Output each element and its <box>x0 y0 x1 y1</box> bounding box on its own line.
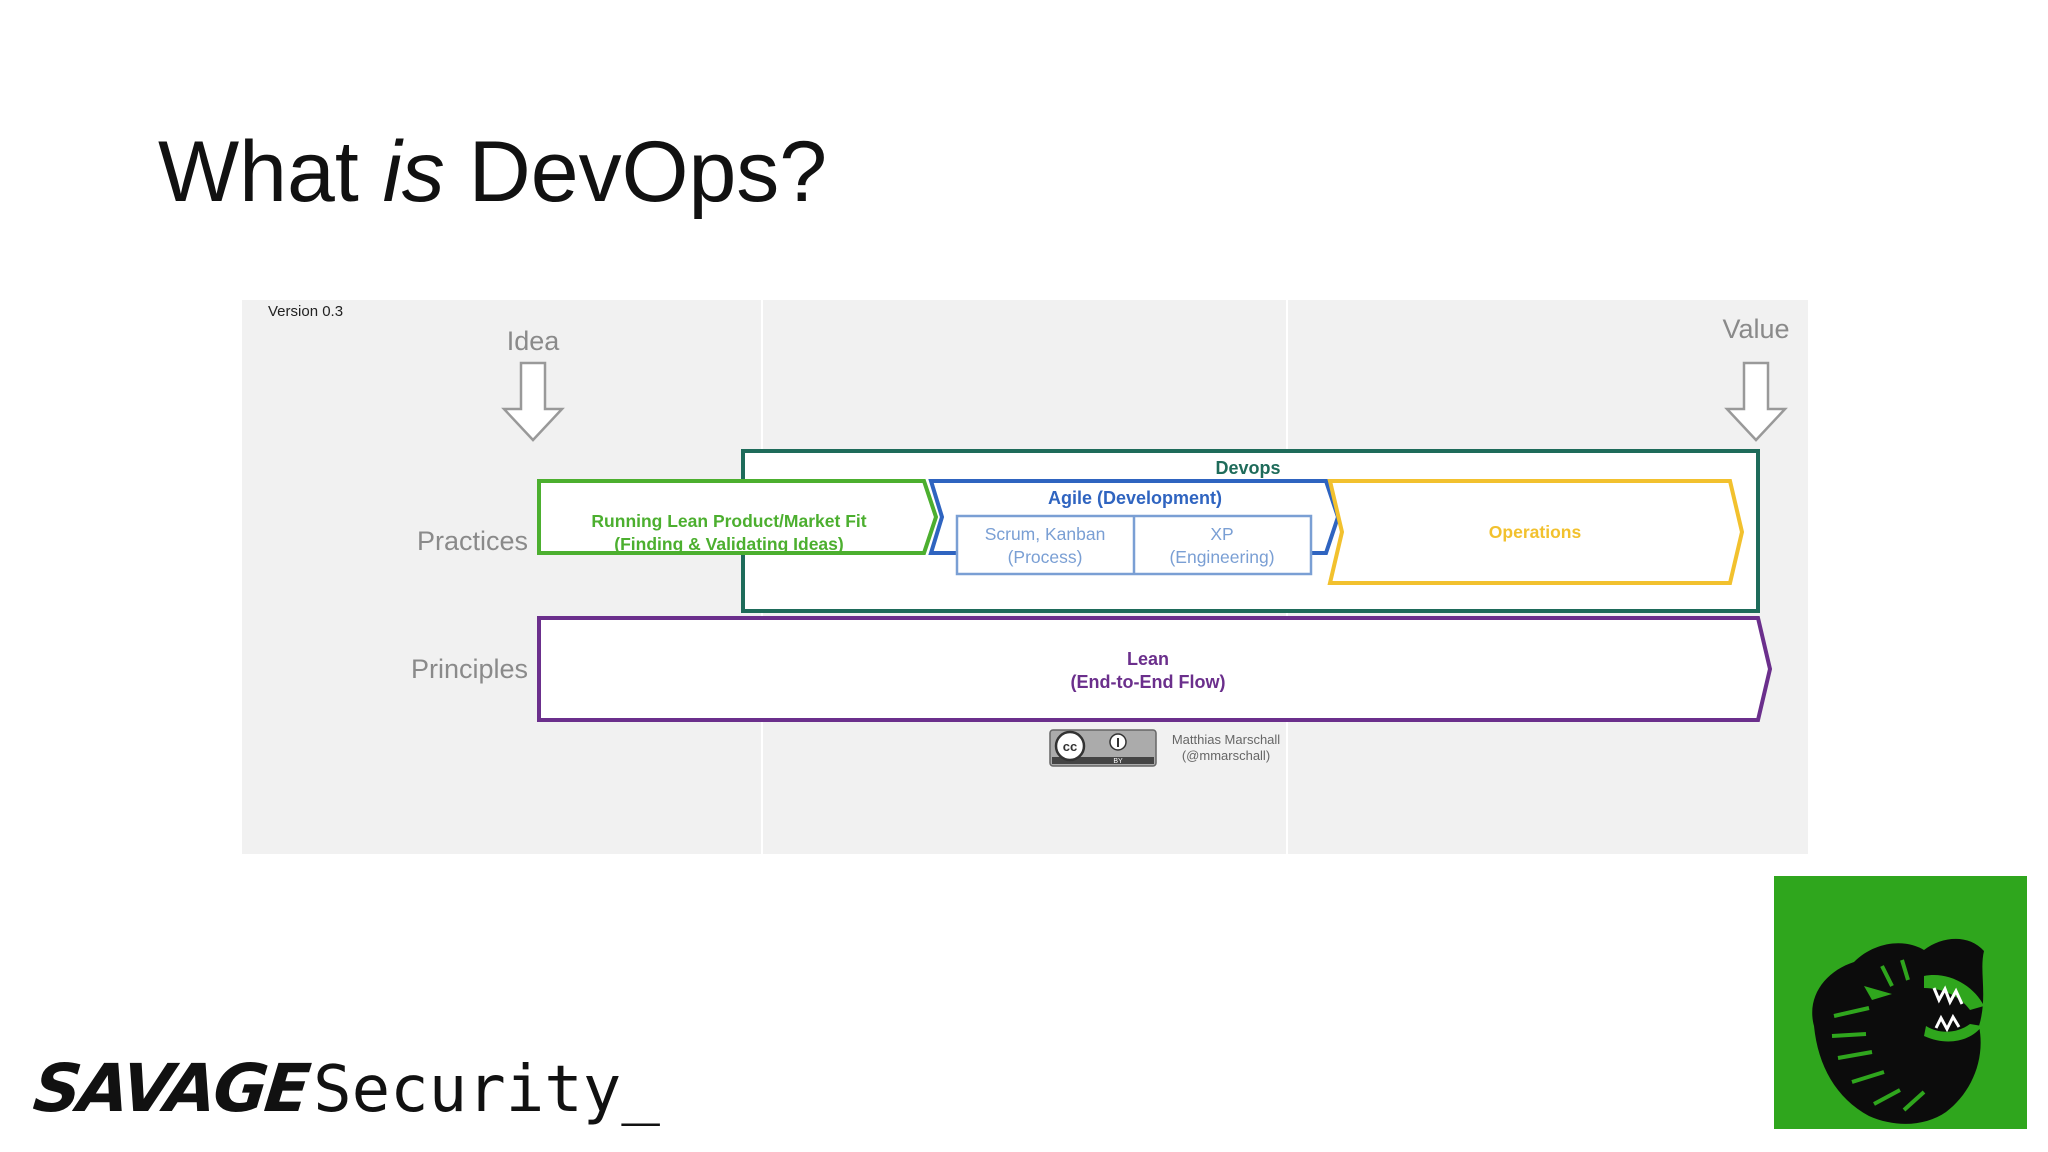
slide-title: What is DevOps? <box>158 112 827 232</box>
cc-icon <box>1054 730 1086 762</box>
tiger-teeth-lower <box>1934 1013 1961 1033</box>
cc-by-badge: cc BY <box>1049 729 1157 767</box>
by-text: BY <box>1113 758 1123 765</box>
tiger-logo <box>1774 876 2027 1129</box>
cc-text: cc <box>1063 739 1077 754</box>
scrum-line1: Scrum, Kanban <box>985 524 1106 544</box>
author-handle: (@mmarschall) <box>1182 748 1270 763</box>
lean-startup-line1: Running Lean Product/Market Fit <box>591 511 866 531</box>
operations-label: Operations <box>1489 522 1582 542</box>
tiger-stripes <box>1831 959 1926 1112</box>
lean-chevron <box>537 616 1773 722</box>
brand-security-text: Security_ <box>313 1053 660 1127</box>
slide-title-emphasis: is <box>382 124 445 220</box>
author-name: Matthias Marschall <box>1172 732 1280 747</box>
agile-title: Agile (Development) <box>1048 488 1222 508</box>
savage-security-logo: SAVAGESecurity_ <box>30 1050 660 1130</box>
devops-diagram: Version 0.3 Idea Value Practices Princip… <box>242 300 1808 854</box>
slide-title-start: What <box>158 124 383 220</box>
xp-line2: (Engineering) <box>1169 547 1274 567</box>
tiger-teeth-upper <box>1932 985 1964 1006</box>
cc-badge-strip <box>1052 757 1154 764</box>
devops-diagram-svg: Version 0.3 Idea Value Practices Princip… <box>268 300 1790 854</box>
devops-label: Devops <box>1215 458 1280 478</box>
practices-label: Practices <box>417 526 528 556</box>
tiger-eye <box>1864 986 1892 1000</box>
lean-line1: Lean <box>1127 649 1169 669</box>
idea-arrow-icon <box>501 361 565 442</box>
lean-line2: (End-to-End Flow) <box>1071 672 1226 692</box>
version-label: Version 0.3 <box>268 303 343 320</box>
roaring-tiger-icon <box>1812 938 1984 1124</box>
operations-chevron <box>1327 479 1745 585</box>
slide-title-end: DevOps? <box>444 124 828 220</box>
scrum-line2: (Process) <box>1008 547 1083 567</box>
principles-label: Principles <box>411 654 528 684</box>
value-arrow-icon <box>1724 361 1788 442</box>
lean-startup-chevron <box>537 479 939 555</box>
xp-line1: XP <box>1210 524 1233 544</box>
idea-label: Idea <box>507 326 561 356</box>
tiger-mouth-lower <box>1924 1024 1982 1042</box>
value-label: Value <box>1722 314 1789 344</box>
lean-startup-line2: (Finding & Validating Ideas) <box>614 534 843 554</box>
brand-savage-text: SAVAGE <box>29 1050 312 1127</box>
